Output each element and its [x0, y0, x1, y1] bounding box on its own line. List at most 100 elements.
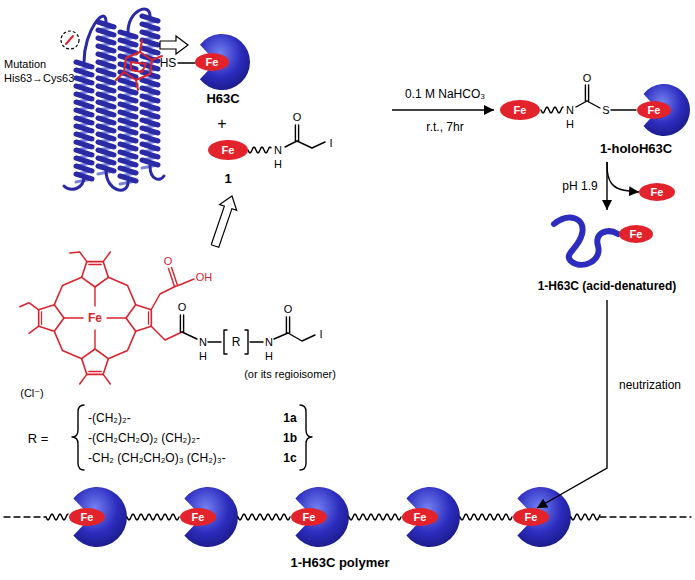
helix-turn	[76, 158, 92, 163]
structure-label: 0.1 M NaHCO₃	[405, 88, 485, 100]
bond	[182, 332, 197, 339]
bond	[288, 333, 315, 341]
helix-turn	[76, 126, 92, 131]
carbonyl	[172, 267, 178, 285]
linker	[127, 514, 179, 520]
fe-ellipse: Fe	[402, 508, 438, 526]
helix-turn	[120, 160, 136, 165]
brace	[300, 405, 312, 470]
helix-turn	[76, 142, 92, 147]
bond	[285, 141, 297, 147]
meso-bridge	[54, 331, 81, 358]
helix-turn	[76, 102, 92, 107]
node-text: Fe	[192, 512, 205, 523]
substituent	[29, 326, 39, 333]
structure-label: +	[217, 116, 226, 132]
carbonyl	[289, 317, 290, 333]
linker	[541, 107, 563, 113]
carbonyl	[295, 125, 296, 141]
node-text: Fe	[206, 57, 219, 68]
meso-bridge	[54, 277, 81, 304]
fe-ellipse: Fe	[639, 183, 675, 201]
node-text: Fe	[81, 512, 94, 523]
reaction-arrow	[392, 109, 494, 110]
fe-n-bond	[94, 287, 95, 306]
linker	[571, 514, 600, 520]
pyrrole-ring	[82, 262, 109, 287]
heme-sticks	[116, 40, 162, 90]
structure-label: 1	[224, 172, 231, 185]
fe-n-bond	[107, 317, 126, 318]
ring-double-bond	[89, 264, 101, 265]
node-text: Fe	[414, 512, 427, 523]
helix-turn	[98, 62, 114, 67]
node-text: Fe	[303, 512, 316, 523]
helix-turn	[120, 136, 136, 141]
node-text: Fe	[630, 229, 643, 240]
structure-label: N	[199, 337, 207, 348]
carbonyl	[588, 85, 589, 101]
node-heading: 1-holoH63C	[600, 142, 672, 155]
helix-turn	[142, 40, 158, 45]
helix-turn	[76, 94, 92, 99]
structure-label: I	[319, 329, 322, 340]
structure-label: H	[274, 159, 282, 170]
helix-turn	[142, 160, 158, 165]
node-heading: 1-H63C (acid-denatured)	[538, 280, 677, 292]
structure-label: I	[329, 138, 332, 149]
structure-label: Fe	[88, 312, 102, 324]
unfolded-strand	[554, 218, 618, 265]
helix-turn	[98, 126, 114, 131]
helix-turn	[142, 88, 158, 93]
structure-label: -(CH₂)₂-	[88, 412, 131, 424]
mutation-circle	[61, 31, 79, 49]
bond	[250, 341, 263, 342]
structure-label: N	[274, 145, 282, 156]
helix-turn	[98, 118, 114, 123]
bracket	[224, 330, 227, 354]
helix-turn	[120, 80, 136, 85]
bond	[587, 101, 600, 108]
structure-label: O	[284, 304, 293, 315]
ring-double-bond	[89, 371, 101, 372]
carbonyl	[180, 315, 181, 332]
carbonyl	[585, 85, 586, 101]
helix-turn	[98, 30, 114, 35]
structure-label: 1b	[283, 432, 297, 444]
substituent	[80, 374, 87, 384]
structure-label: S	[602, 105, 609, 116]
ring-double-bond	[148, 312, 149, 324]
helix-turn	[98, 86, 114, 91]
carbonyl	[286, 317, 287, 333]
bond	[208, 341, 221, 342]
substituent	[70, 252, 87, 262]
helix-loop	[64, 9, 164, 190]
helix-turn	[142, 136, 158, 141]
carbonyl	[168, 269, 174, 287]
substituent	[103, 252, 110, 262]
structure-label: OH	[196, 272, 213, 283]
structure-label: -(CH₂CH₂O)₂ (CH₂)₂-	[88, 432, 200, 444]
structure-label: R	[232, 336, 241, 348]
fe-ellipse: Fe	[195, 53, 229, 71]
substituent	[103, 374, 110, 384]
structure-label: 1a	[283, 412, 296, 424]
node-text: Fe	[514, 105, 527, 116]
connector	[537, 300, 607, 508]
helix-turn	[120, 40, 136, 45]
fe-ellipse: Fe	[208, 140, 248, 160]
helix-turn	[142, 104, 158, 109]
structure-label: HS	[160, 57, 177, 69]
pyrrole-ring	[39, 305, 64, 332]
connector	[607, 162, 639, 192]
structure-label: (or its regioisomer)	[244, 369, 336, 380]
helix-turn	[76, 118, 92, 123]
pyrrole-ring	[126, 305, 151, 332]
helix-turn	[76, 134, 92, 139]
bond	[177, 279, 194, 286]
helix-turn	[120, 96, 136, 101]
node-text: Fe	[525, 512, 538, 523]
propionate	[151, 326, 182, 340]
helix-turn	[98, 46, 114, 51]
